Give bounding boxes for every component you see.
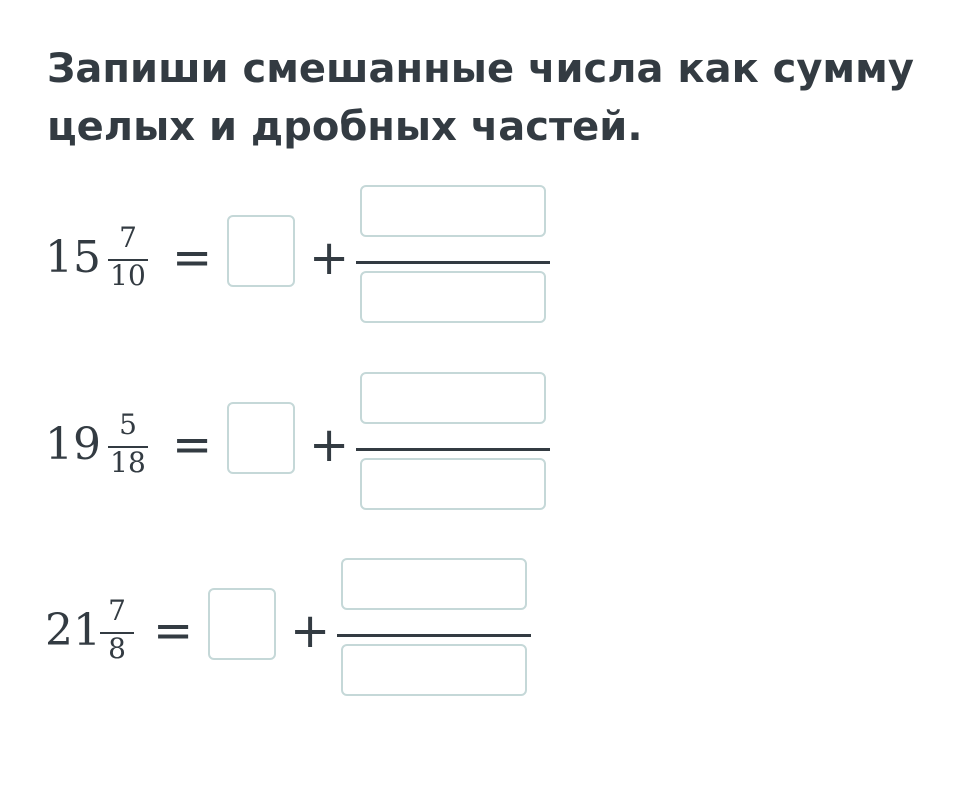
plus-sign: + — [290, 603, 331, 659]
mixed-number-whole: 21 — [45, 605, 101, 656]
fraction-denominator: 18 — [110, 446, 146, 479]
numerator-input[interactable] — [341, 558, 527, 610]
fraction-numerator: 7 — [108, 594, 126, 627]
equation-2: 19 5 18 = + — [0, 372, 963, 512]
numerator-input[interactable] — [360, 372, 546, 424]
equation-3: 21 7 8 = + — [0, 558, 963, 698]
mixed-number-fraction: 5 18 — [108, 410, 148, 480]
denominator-input[interactable] — [341, 644, 527, 696]
whole-part-input[interactable] — [208, 588, 276, 660]
equals-sign: = — [172, 230, 213, 286]
answer-fraction-bar — [356, 261, 550, 264]
fraction-denominator: 10 — [110, 259, 146, 292]
mixed-number-fraction: 7 10 — [108, 223, 148, 293]
mixed-number-fraction: 7 8 — [100, 596, 134, 666]
fraction-bar — [100, 632, 134, 634]
whole-part-input[interactable] — [227, 402, 295, 474]
whole-part-input[interactable] — [227, 215, 295, 287]
equals-sign: = — [172, 417, 213, 473]
task-title: Запиши смешанные числа как сумму целых и… — [47, 46, 914, 150]
plus-sign: + — [309, 417, 350, 473]
fraction-denominator: 8 — [108, 632, 126, 665]
denominator-input[interactable] — [360, 458, 546, 510]
plus-sign: + — [309, 230, 350, 286]
fraction-bar — [108, 446, 148, 448]
denominator-input[interactable] — [360, 271, 546, 323]
mixed-number-whole: 15 — [45, 232, 101, 283]
answer-fraction-bar — [356, 448, 550, 451]
numerator-input[interactable] — [360, 185, 546, 237]
fraction-bar — [108, 259, 148, 261]
mixed-number-whole: 19 — [45, 419, 101, 470]
equals-sign: = — [153, 603, 194, 659]
fraction-numerator: 5 — [119, 408, 137, 441]
equation-1: 15 7 10 = + — [0, 185, 963, 325]
fraction-numerator: 7 — [119, 221, 137, 254]
answer-fraction-bar — [337, 634, 531, 637]
